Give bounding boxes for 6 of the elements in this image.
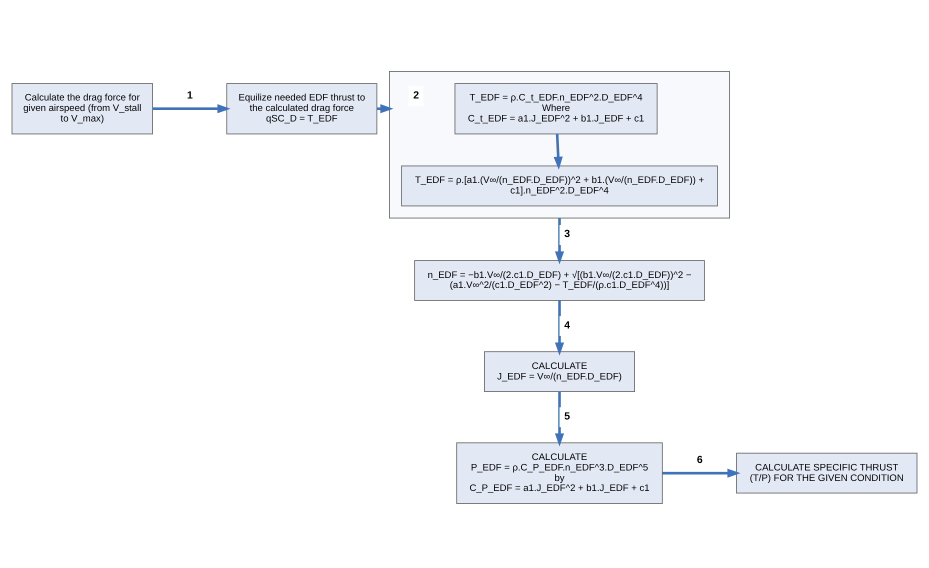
- edge-label: 3: [564, 229, 570, 240]
- edge-label: 5: [564, 411, 570, 422]
- edge-label: 4: [564, 320, 570, 332]
- edge-label: 1: [187, 90, 193, 102]
- edge-label: 6: [696, 454, 703, 466]
- edge-label: 2: [413, 90, 420, 102]
